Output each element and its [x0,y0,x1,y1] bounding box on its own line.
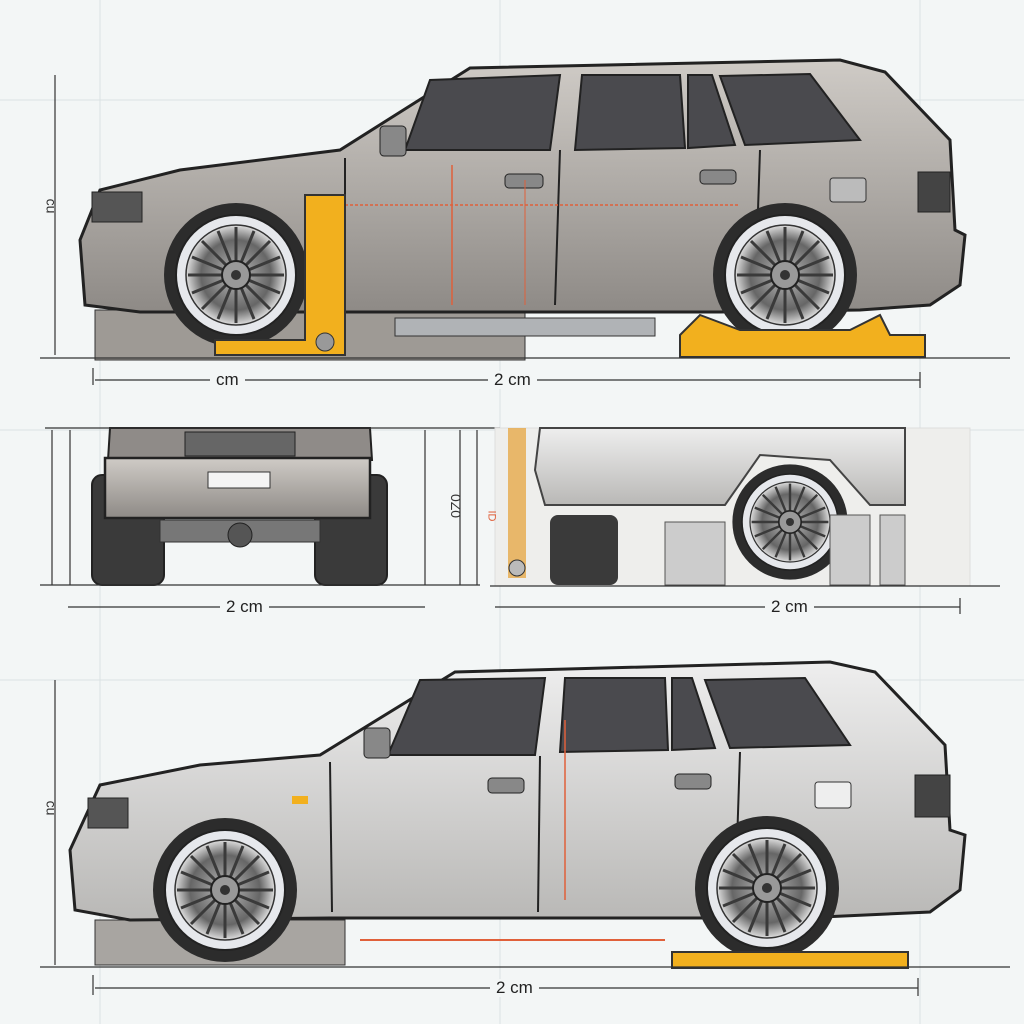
wheel-gauge-bottom [671,951,909,969]
top-side-view-car [78,58,967,361]
rear-dimension-lines [490,585,1000,614]
wheel-gauge-rear [679,313,926,358]
top-height-label: cu [43,198,60,214]
wheel-gauge-front [214,194,346,356]
bottom-height-label: cu [43,800,60,816]
bottom-side-view-car [68,660,967,969]
bottom-width-label: 2 cm [490,979,539,997]
front-width-label: 2 cm [220,598,269,616]
front-height-label: 0Z0 [448,493,465,519]
top-width-label-right: 2 cm [488,371,537,389]
front-small-mark: ID [485,510,498,522]
front-view-car [91,427,388,586]
rear-quarter-view-car [494,427,971,587]
rear-width-label: 2 cm [765,598,814,616]
top-width-label-left: cm [210,371,245,389]
